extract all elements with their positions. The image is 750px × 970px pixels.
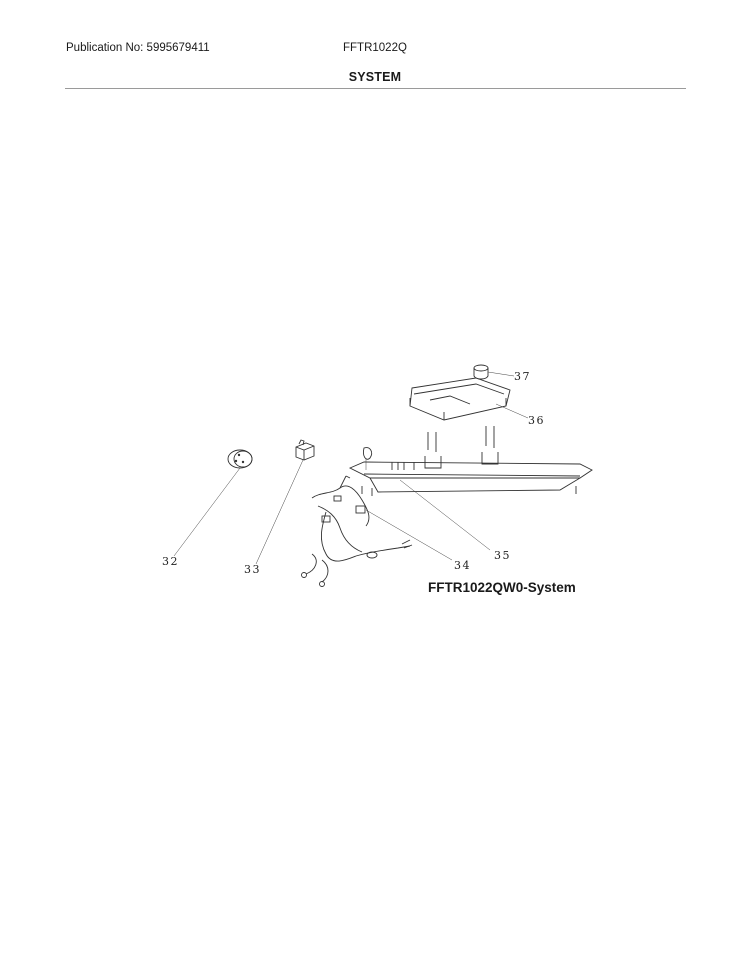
- part-36-drawing: [409, 377, 511, 452]
- screw-set: [361, 462, 577, 496]
- section-title: SYSTEM: [348, 70, 402, 84]
- publication-number: Publication No: 5995679411: [66, 42, 210, 54]
- model-number: FFTR1022Q: [343, 42, 407, 54]
- callout-36: 36: [528, 414, 545, 427]
- part-37-drawing: [473, 364, 489, 380]
- page-header: Publication No: 5995679411 FFTR1022Q SYS…: [0, 0, 750, 95]
- diagram-caption: FFTR1022QW0-System: [428, 580, 576, 595]
- callout-34: 34: [454, 559, 471, 572]
- header-divider: [65, 88, 686, 89]
- part-35-drawing: [348, 447, 593, 496]
- callout-35: 35: [494, 549, 511, 562]
- part-33-drawing: [295, 439, 315, 461]
- leader-lines: [173, 371, 529, 565]
- part-34-drawing: [301, 475, 413, 587]
- callout-33: 33: [244, 563, 261, 576]
- callout-32: 32: [162, 555, 179, 568]
- callout-37: 37: [514, 370, 531, 383]
- part-32-drawing: [227, 449, 253, 469]
